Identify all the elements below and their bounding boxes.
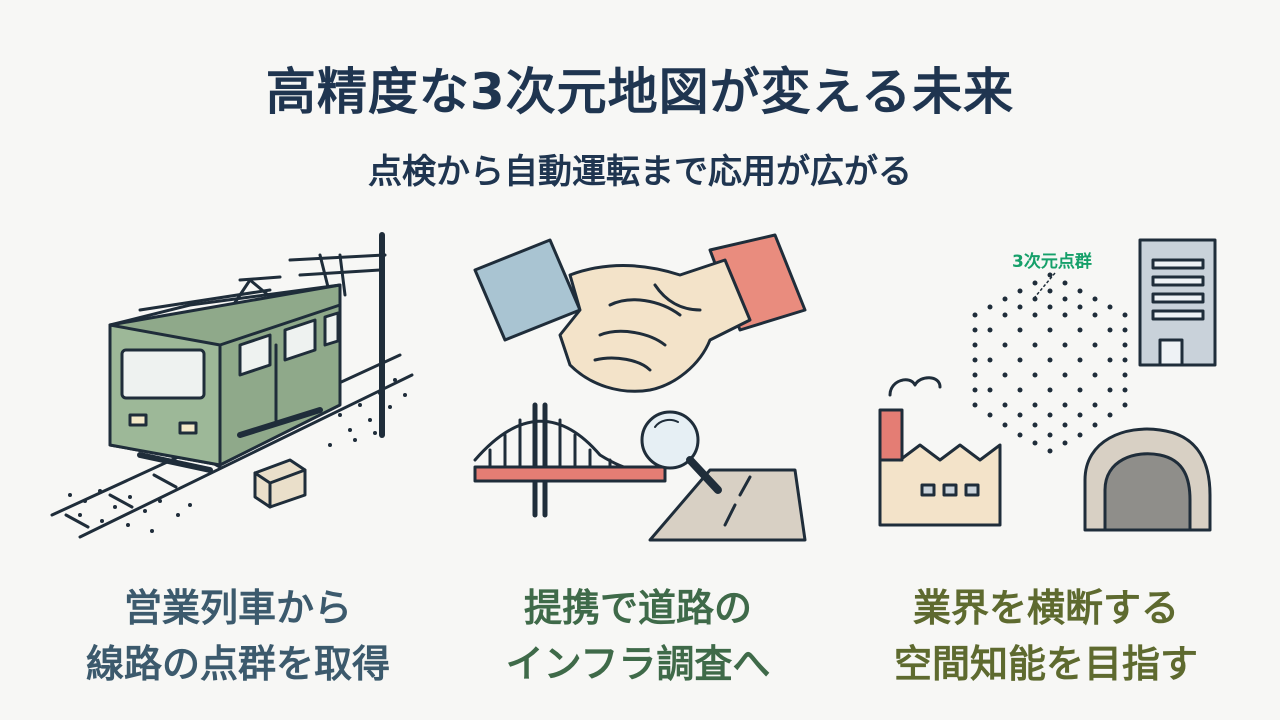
caption-middle: 提携で道路の インフラ調査へ <box>428 580 848 692</box>
caption-left-line-1: 営業列車から <box>123 586 352 630</box>
point-cloud-dots <box>972 272 1128 454</box>
page-subtitle: 点検から自動運転まで応用が広がる <box>368 152 912 192</box>
caption-left-line-2: 線路の点群を取得 <box>85 642 390 686</box>
hands <box>558 258 752 393</box>
caption-right-line-2: 空間知能を目指す <box>893 642 1198 686</box>
point-cloud-label: 3次元点群 <box>1012 251 1092 272</box>
smoke <box>888 376 942 397</box>
bridge-cable <box>473 419 662 473</box>
sensor-box <box>253 458 307 509</box>
caption-right-line-1: 業界を横断する <box>912 586 1179 630</box>
point-cloud-leader <box>1034 272 1056 298</box>
train-icon <box>50 232 414 539</box>
page-title: 高精度な3次元地図が変える未来 <box>265 63 1015 121</box>
left-sleeve <box>473 238 582 342</box>
handshake-icon <box>473 233 807 542</box>
rail-right <box>78 373 414 539</box>
caption-right: 業界を横断する 空間知能を目指す <box>836 580 1256 692</box>
catenary-arm <box>288 253 387 262</box>
point-cloud-icon: 3次元点群 <box>878 238 1217 532</box>
caption-left: 営業列車から 線路の点群を取得 <box>28 580 448 692</box>
road <box>648 468 807 542</box>
bridge-deck <box>473 465 667 483</box>
caption-middle-line-2: インフラ調査へ <box>505 642 771 686</box>
caption-middle-line-1: 提携で道路の <box>523 586 752 630</box>
front-window <box>120 348 206 400</box>
ballast-dots <box>68 378 407 533</box>
train-roof <box>108 283 342 327</box>
